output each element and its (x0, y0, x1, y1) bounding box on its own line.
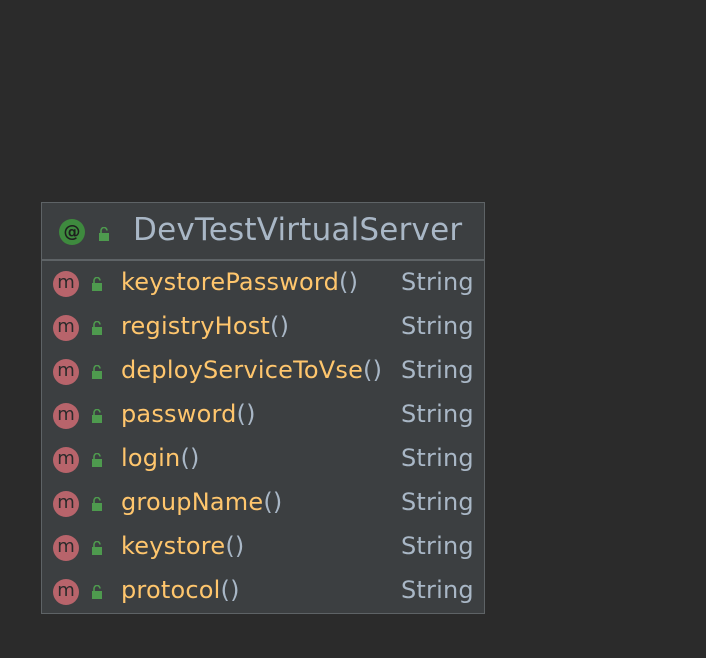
member-row[interactable]: m protocol() String (42, 571, 484, 615)
class-title: DevTestVirtualServer (133, 212, 463, 248)
lock-open-icon (92, 497, 102, 511)
method-icon: m (53, 315, 79, 341)
method-parens: () (339, 268, 359, 296)
return-type: String (401, 576, 474, 604)
method-parens: () (263, 488, 283, 516)
method-name-text: registryHost (121, 312, 271, 340)
method-name: protocol() (121, 576, 240, 604)
method-name-text: keystorePassword (121, 268, 340, 296)
method-icon: m (53, 447, 79, 473)
method-name: deployServiceToVse() (121, 356, 382, 384)
uml-class-node[interactable]: @ DevTestVirtualServer m keystorePassword… (41, 202, 485, 614)
member-row[interactable]: m keystorePassword() String (42, 263, 484, 307)
return-type: String (401, 400, 474, 428)
lock-open-icon (92, 453, 102, 467)
method-icon: m (53, 359, 79, 385)
lock-open-icon (92, 409, 102, 423)
method-parens: () (220, 576, 240, 604)
lock-open-icon (92, 321, 102, 335)
method-parens: () (225, 532, 245, 560)
method-name-text: login (121, 444, 181, 472)
method-icon: m (53, 271, 79, 297)
method-icon: m (53, 491, 79, 517)
method-icon: m (53, 403, 79, 429)
annotation-icon: @ (59, 219, 85, 245)
return-type: String (401, 312, 474, 340)
method-icon: m (53, 535, 79, 561)
return-type: String (401, 444, 474, 472)
method-name-text: password (121, 400, 237, 428)
method-name: login() (121, 444, 200, 472)
method-parens: () (270, 312, 290, 340)
method-name: password() (121, 400, 256, 428)
method-parens: () (363, 356, 383, 384)
return-type: String (401, 532, 474, 560)
method-name: keystore() (121, 532, 244, 560)
member-row[interactable]: m groupName() String (42, 483, 484, 527)
method-name-text: keystore (121, 532, 226, 560)
method-name: keystorePassword() (121, 268, 358, 296)
return-type: String (401, 268, 474, 296)
method-parens: () (236, 400, 256, 428)
method-parens: () (180, 444, 200, 472)
return-type: String (401, 356, 474, 384)
method-name-text: deployServiceToVse (121, 356, 364, 384)
lock-open-icon (92, 365, 102, 379)
lock-open-icon (92, 277, 102, 291)
return-type: String (401, 488, 474, 516)
member-row[interactable]: m keystore() String (42, 527, 484, 571)
lock-open-icon (92, 585, 102, 599)
class-header: @ DevTestVirtualServer (42, 203, 484, 261)
method-name: groupName() (121, 488, 282, 516)
lock-open-icon (99, 227, 109, 241)
method-name: registryHost() (121, 312, 289, 340)
lock-open-icon (92, 541, 102, 555)
member-row[interactable]: m registryHost() String (42, 307, 484, 351)
method-icon: m (53, 579, 79, 605)
method-name-text: protocol (121, 576, 221, 604)
member-row[interactable]: m password() String (42, 395, 484, 439)
member-row[interactable]: m deployServiceToVse() String (42, 351, 484, 395)
method-name-text: groupName (121, 488, 264, 516)
member-row[interactable]: m login() String (42, 439, 484, 483)
